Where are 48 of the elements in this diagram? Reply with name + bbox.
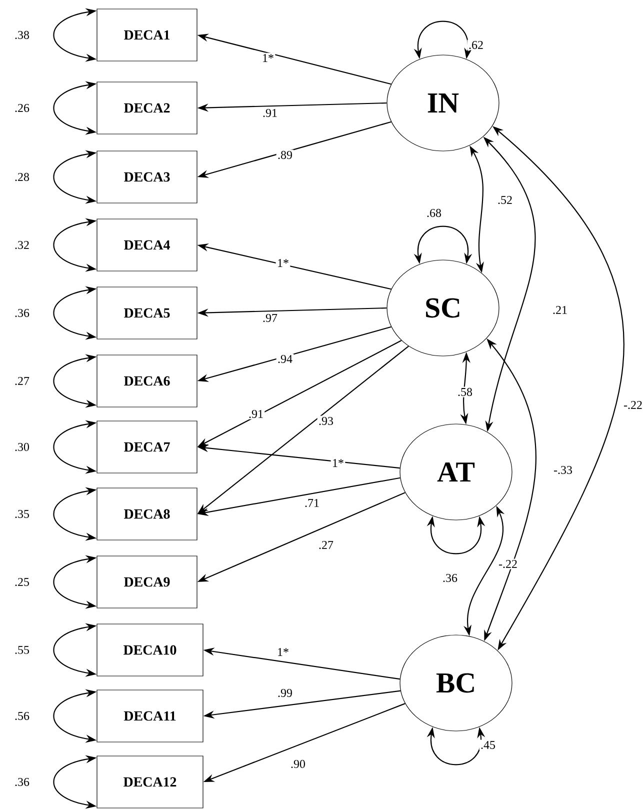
edge-label: .27 <box>13 376 31 386</box>
edge-label: .58 <box>456 386 474 398</box>
edge-label: .21 <box>551 304 569 316</box>
edge-label: 1* <box>330 458 346 468</box>
variable-box: DECA3 <box>96 150 198 204</box>
edge-label: .56 <box>13 710 31 722</box>
edge-label: .45 <box>479 740 497 750</box>
edge-label: .30 <box>13 442 31 452</box>
edge-label: .25 <box>13 576 31 588</box>
edge-label: .35 <box>13 508 31 520</box>
variable-box: DECA11 <box>96 690 204 742</box>
edge-label: .26 <box>13 102 31 114</box>
variable-box: DECA4 <box>96 218 198 272</box>
edge-label: .89 <box>276 150 294 160</box>
edge-label: .68 <box>425 208 443 218</box>
edge-label: .93 <box>317 416 335 426</box>
edge-label: -.22 <box>622 400 643 410</box>
edge-label: .94 <box>276 354 294 364</box>
variable-box: DECA10 <box>96 624 204 676</box>
edge-label: .27 <box>317 540 335 550</box>
edge-label: .62 <box>467 40 485 50</box>
variable-box: DECA7 <box>96 420 198 474</box>
edge-label: -.33 <box>552 464 574 476</box>
variable-box: DECA5 <box>96 286 198 340</box>
edge-label: .28 <box>13 172 31 182</box>
edge-label: .36 <box>13 308 31 318</box>
edge-label: .97 <box>261 312 279 324</box>
edge-label: .36 <box>441 572 459 584</box>
edge-label: 1* <box>276 258 290 268</box>
variable-box: DECA2 <box>96 82 198 134</box>
edge-label: .90 <box>289 758 307 770</box>
edge-label: .36 <box>13 776 31 788</box>
variable-box: DECA1 <box>96 8 198 62</box>
variable-box: DECA9 <box>96 556 198 608</box>
variable-box: DECA8 <box>96 488 198 540</box>
variable-box: DECA6 <box>96 354 198 408</box>
edge-label: 1* <box>260 52 276 64</box>
edge-label: .71 <box>303 498 321 508</box>
edge-label: .91 <box>261 108 279 118</box>
edge-label: -.22 <box>497 558 519 570</box>
variable-box: DECA12 <box>96 756 204 808</box>
edge-label: .32 <box>13 240 31 250</box>
edge-label: .38 <box>13 30 31 40</box>
edge-label: .55 <box>13 644 31 656</box>
edge-label: .99 <box>276 688 294 698</box>
edge-label: 1* <box>276 646 290 658</box>
edge-label: .52 <box>496 194 514 206</box>
edge-label: .91 <box>247 408 265 420</box>
